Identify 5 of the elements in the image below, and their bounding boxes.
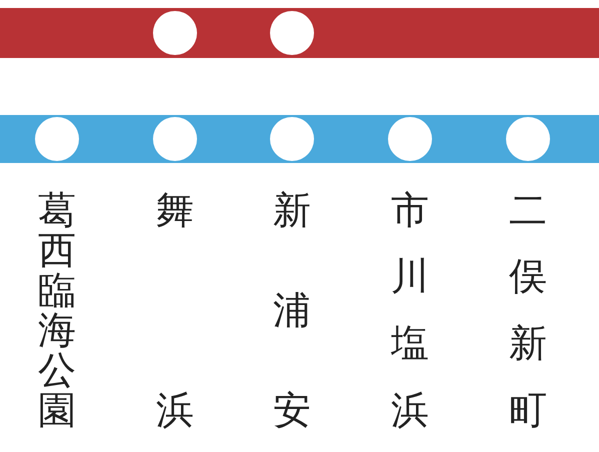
station-name: 舞浜 bbox=[155, 187, 195, 434]
station-name: 新浦安 bbox=[272, 187, 312, 434]
station-name: 葛西臨海公園 bbox=[37, 190, 77, 430]
station-name: 市川塩浜 bbox=[390, 186, 430, 434]
station-name: 二俣新町 bbox=[508, 186, 548, 434]
